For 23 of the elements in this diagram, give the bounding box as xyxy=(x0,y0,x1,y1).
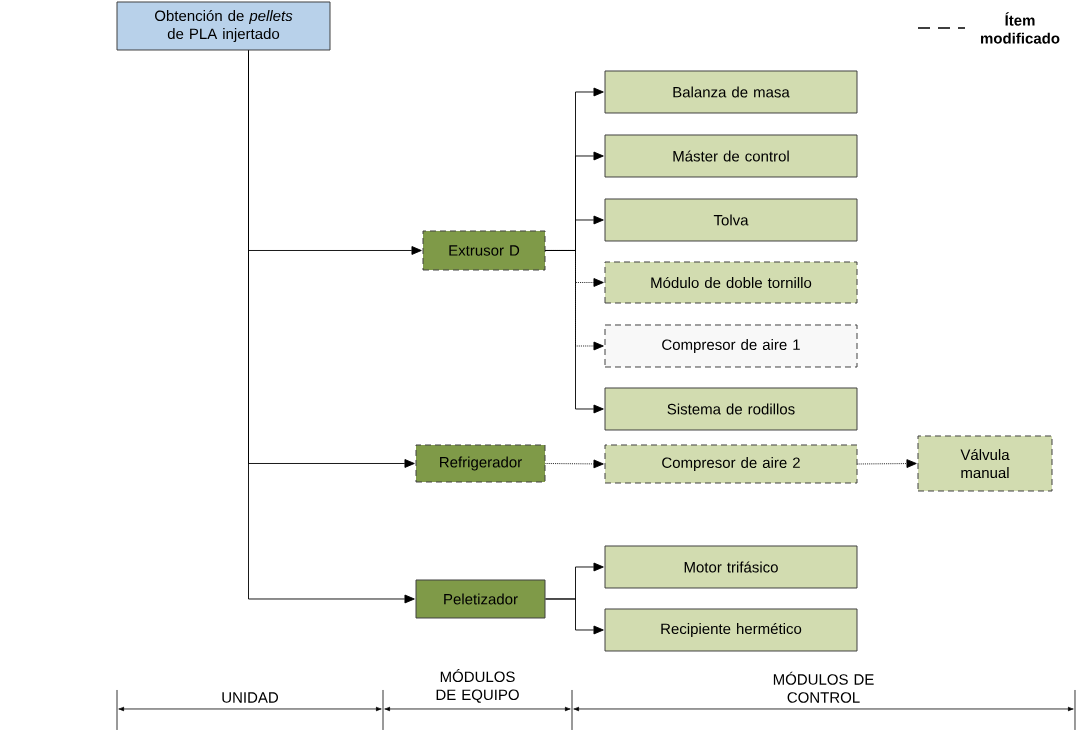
control-box: Módulo de doble tornillo xyxy=(604,261,858,304)
equipment-box: Extrusor D xyxy=(422,230,546,271)
arrow xyxy=(545,598,604,635)
section-label: UNIDAD xyxy=(222,692,279,703)
unit-box: Obtención de pellets de PLA injertado xyxy=(116,1,331,51)
legend-label: Ítem modificado xyxy=(981,12,1060,44)
control-box: Motor trifásico xyxy=(604,545,858,589)
control-box: Tolva xyxy=(604,198,858,242)
section-label: MÓDULOS DE EQUIPO xyxy=(436,668,519,703)
control-box: Compresor de aire 2 xyxy=(604,444,858,484)
control-box: Sistema de rodillos xyxy=(604,387,858,431)
control-box: Máster de control xyxy=(604,134,858,178)
arrow xyxy=(248,50,415,604)
arrow xyxy=(545,459,604,469)
control-box: Compresor de aire 1 xyxy=(604,324,858,368)
arrow xyxy=(545,250,604,414)
control-box: Válvula manual xyxy=(917,435,1053,492)
control-box: Recipiente hermético xyxy=(604,608,858,652)
section-label: MÓDULOS DE CONTROL xyxy=(773,671,874,703)
control-box: Balanza de masa xyxy=(604,70,858,114)
equipment-box: Refrigerador xyxy=(415,444,546,483)
equipment-box: Peletizador xyxy=(415,579,546,619)
arrow xyxy=(857,459,917,468)
